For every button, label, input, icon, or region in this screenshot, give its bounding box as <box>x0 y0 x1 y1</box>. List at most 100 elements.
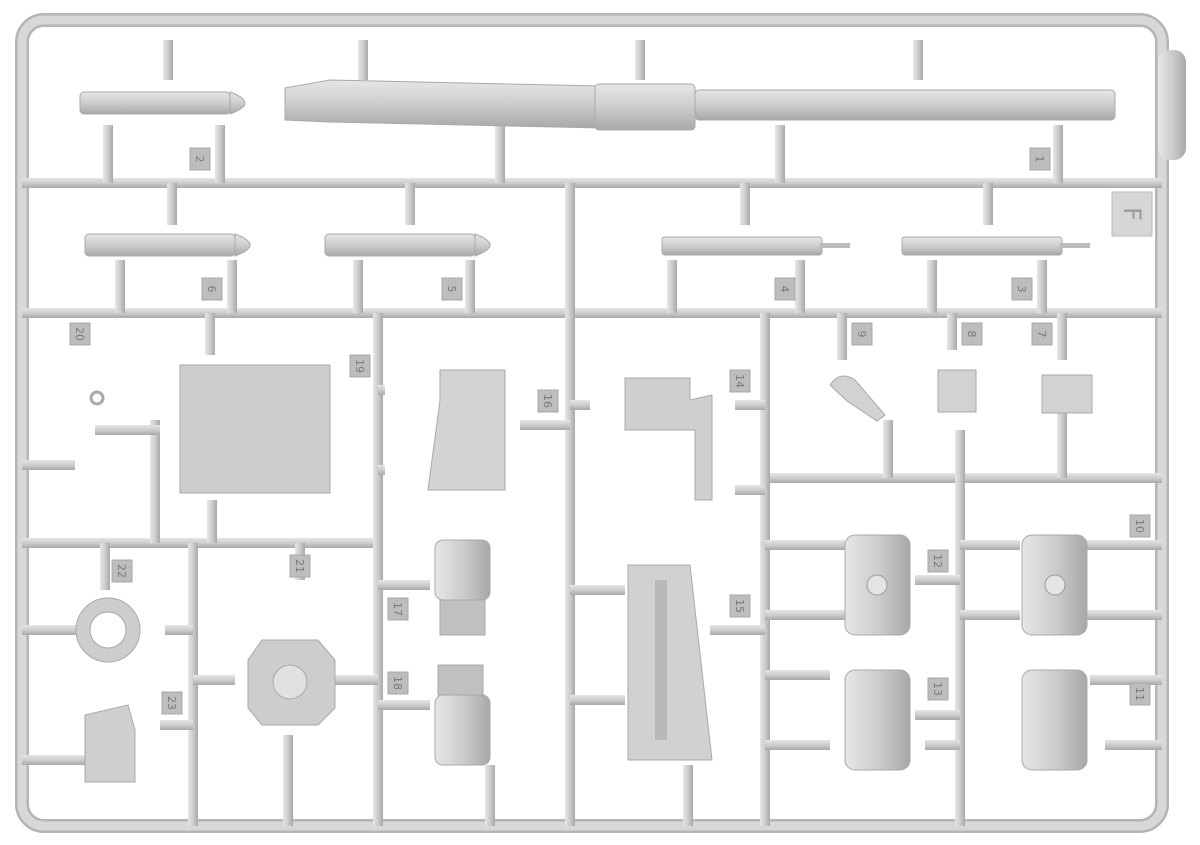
runner <box>667 260 677 313</box>
runner <box>635 40 645 80</box>
part-tag-3 <box>1011 277 1033 301</box>
runner <box>837 313 847 360</box>
runner <box>283 735 293 826</box>
runner <box>465 260 475 313</box>
runner <box>735 400 765 410</box>
sprue-letter: F <box>1118 207 1146 221</box>
part-number-13: 13 <box>931 682 944 696</box>
runner <box>683 765 693 826</box>
octagon-21-hub <box>272 664 308 700</box>
runner <box>330 675 378 685</box>
runner <box>570 400 590 410</box>
runner <box>22 460 75 470</box>
runner <box>378 385 385 395</box>
runner <box>353 260 363 313</box>
part-number-5: 5 <box>445 286 458 293</box>
runners <box>15 13 1186 833</box>
ring-22-hole <box>89 611 127 649</box>
part-number-2: 2 <box>193 156 206 163</box>
runner <box>495 125 505 183</box>
part-number-8: 8 <box>965 331 978 338</box>
runner <box>1085 540 1162 550</box>
runner <box>765 670 830 680</box>
cylinder-18 <box>434 694 491 766</box>
part-number-14: 14 <box>733 374 746 388</box>
plate-16 <box>427 369 506 491</box>
part-number-23: 23 <box>165 696 178 710</box>
casing-4 <box>661 236 823 256</box>
runner <box>570 695 625 705</box>
part-tag-17 <box>387 597 409 621</box>
part-number-10: 10 <box>1133 519 1146 533</box>
runner <box>165 625 193 635</box>
part-tag-13 <box>927 677 949 701</box>
runner <box>1090 675 1162 685</box>
part-tag-7 <box>1031 322 1053 346</box>
parts <box>75 79 1116 783</box>
lever-9 <box>829 375 886 422</box>
runner <box>22 178 1162 188</box>
part-tag-22 <box>111 559 133 583</box>
runner <box>22 755 85 765</box>
cylinder-18-top <box>437 664 484 696</box>
runner <box>955 478 965 826</box>
housing-10-boss <box>1044 574 1066 596</box>
runner <box>915 575 960 585</box>
part-number-12: 12 <box>931 554 944 568</box>
runner <box>960 540 1020 550</box>
part-number-16: 16 <box>541 394 554 408</box>
runner <box>740 183 750 225</box>
runner <box>913 40 923 80</box>
runner <box>167 183 177 225</box>
shell-2 <box>79 91 231 115</box>
part-number-19: 19 <box>353 359 366 373</box>
runner <box>22 538 378 548</box>
part-tag-11 <box>1129 682 1151 706</box>
sprue-letter-tag: F <box>1111 191 1153 237</box>
gun-barrel-rear <box>284 79 601 129</box>
runner <box>710 625 765 635</box>
clamp-7 <box>1041 374 1093 414</box>
runner <box>150 420 160 543</box>
bracket-15 <box>627 564 713 761</box>
runner <box>193 675 235 685</box>
runner <box>947 313 957 350</box>
runner <box>915 710 960 720</box>
runner <box>227 260 237 313</box>
part-number-6: 6 <box>205 286 218 293</box>
part-number-7: 7 <box>1035 331 1048 338</box>
runner <box>883 420 893 478</box>
runner <box>775 125 785 183</box>
runner <box>215 125 225 183</box>
outer-runner-highlight <box>17 15 1167 831</box>
part-tag-18 <box>387 671 409 695</box>
housing-11 <box>1021 669 1088 771</box>
housing-12-boss <box>866 574 888 596</box>
runner <box>1085 610 1162 620</box>
runner <box>22 625 80 635</box>
part-number-17: 17 <box>391 602 404 616</box>
sprue-handle <box>1158 50 1186 160</box>
part-number-20: 20 <box>73 327 86 341</box>
runner <box>163 40 173 80</box>
shell-5 <box>324 233 476 257</box>
casing-3-tip <box>1060 243 1090 248</box>
shell-2-tip <box>229 91 246 115</box>
runner <box>927 260 937 313</box>
runner <box>765 540 845 550</box>
runner <box>485 765 495 826</box>
part-tag-19 <box>349 354 371 378</box>
part-number-21: 21 <box>293 559 306 573</box>
casing-3 <box>901 236 1063 256</box>
part-tag-14 <box>729 369 751 393</box>
runner <box>1057 410 1067 478</box>
runner <box>955 430 965 478</box>
casing-4-tip <box>820 243 850 248</box>
part-tag-5 <box>441 277 463 301</box>
runner <box>405 183 415 225</box>
shell-6-tip <box>234 233 251 257</box>
part-20 <box>89 390 105 406</box>
